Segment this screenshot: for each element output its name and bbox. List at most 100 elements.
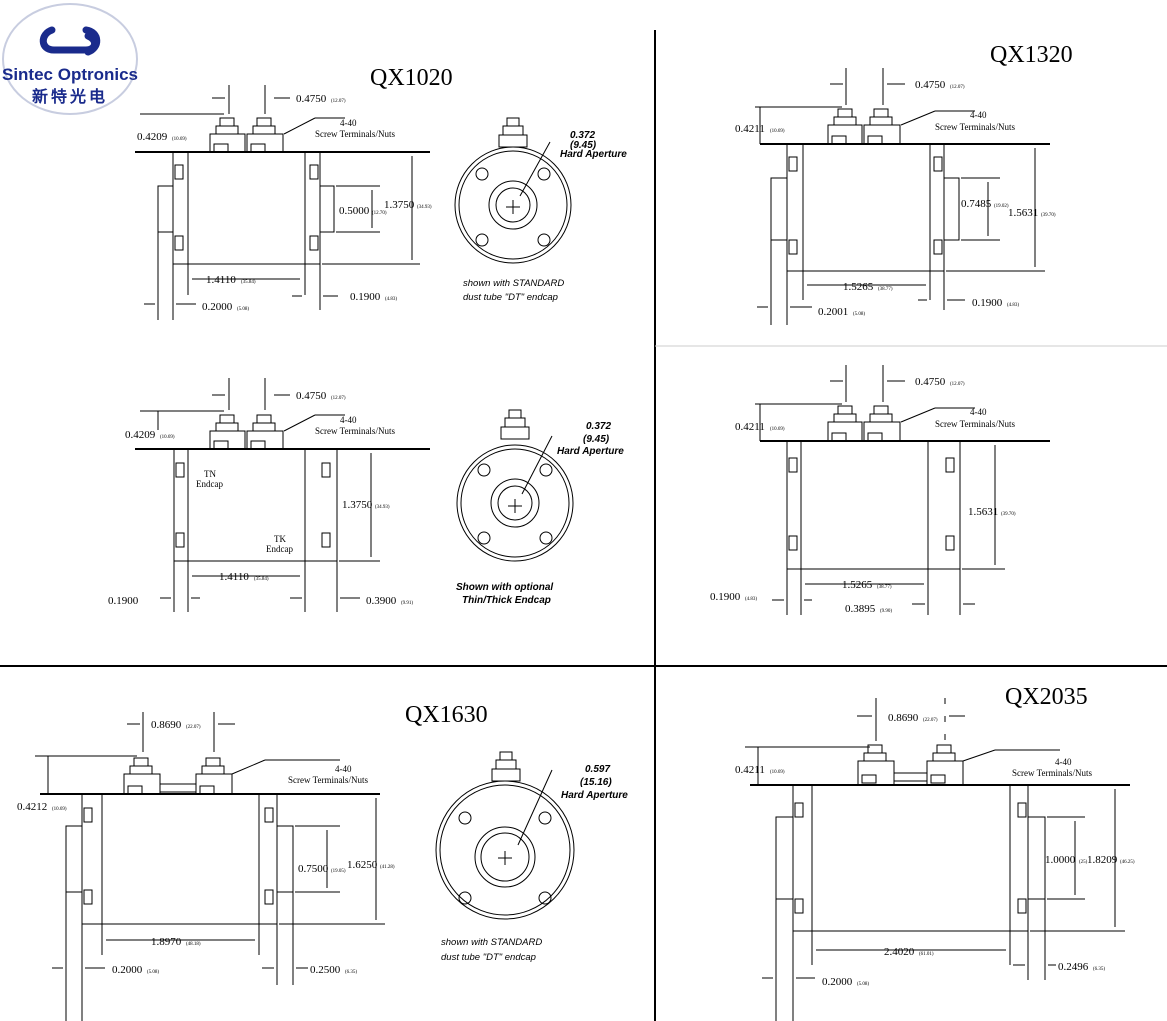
svg-text:0.4212: 0.4212	[17, 801, 47, 813]
svg-text:0.4209: 0.4209	[125, 429, 156, 441]
capacitor-body	[811, 784, 1011, 932]
svg-text:(46.25): (46.25)	[1120, 860, 1135, 865]
svg-text:(9.91): (9.91)	[401, 601, 413, 606]
svg-text:0.7485: 0.7485	[961, 198, 992, 210]
svg-text:0.4211: 0.4211	[735, 764, 765, 776]
svg-text:1.3750: 1.3750	[342, 499, 373, 511]
terminal-pair	[209, 117, 284, 153]
svg-text:4-40: 4-40	[340, 415, 357, 425]
svg-text:dust tube "DT" endcap: dust tube "DT" endcap	[441, 952, 536, 963]
svg-text:Screw Terminals/Nuts: Screw Terminals/Nuts	[288, 775, 368, 785]
terminal-pair	[827, 108, 901, 145]
svg-text:1.5631: 1.5631	[1008, 207, 1038, 219]
svg-text:1.5265: 1.5265	[842, 579, 873, 591]
svg-text:Screw Terminals/Nuts: Screw Terminals/Nuts	[315, 426, 395, 436]
svg-text:(4.83): (4.83)	[745, 597, 757, 602]
svg-text:(39.70): (39.70)	[1001, 512, 1016, 517]
svg-text:(5.08): (5.08)	[237, 307, 249, 312]
svg-text:0.7500: 0.7500	[298, 863, 329, 875]
svg-text:(15.16): (15.16)	[580, 777, 612, 788]
svg-text:(5.08): (5.08)	[857, 982, 869, 987]
svg-text:0.4211: 0.4211	[735, 123, 765, 135]
svg-text:0.4750: 0.4750	[296, 93, 327, 105]
capacitor-body	[802, 143, 931, 272]
svg-text:0.4209: 0.4209	[137, 131, 168, 143]
svg-text:Hard Aperture: Hard Aperture	[557, 446, 624, 457]
svg-text:0.8690: 0.8690	[888, 712, 919, 724]
svg-text:(10.69): (10.69)	[172, 137, 187, 142]
svg-text:(12.70): (12.70)	[372, 211, 387, 216]
svg-text:Screw Terminals/Nuts: Screw Terminals/Nuts	[315, 129, 395, 139]
svg-text:0.597: 0.597	[585, 764, 610, 775]
qx1320-optional-view: 0.4750 (12.07) 0.4211 (10.69) 4-40 Screw…	[710, 365, 1050, 615]
svg-text:(19.05): (19.05)	[331, 869, 346, 874]
svg-text:(61.01): (61.01)	[919, 952, 934, 957]
svg-text:1.3750: 1.3750	[384, 199, 415, 211]
center-cross-icon	[508, 499, 522, 513]
svg-text:(12.07): (12.07)	[950, 85, 965, 90]
qx1020-optional-end-view: 0.372 (9.45) Hard Aperture Shown with op…	[456, 409, 624, 606]
svg-text:(39.70): (39.70)	[1041, 213, 1056, 218]
logo-badge	[2, 3, 138, 115]
logo-swirl-icon	[39, 26, 101, 56]
svg-text:Endcap: Endcap	[196, 479, 223, 489]
svg-text:(10.69): (10.69)	[770, 770, 785, 775]
svg-text:0.1900: 0.1900	[108, 595, 139, 607]
terminal-pair	[827, 405, 901, 442]
svg-text:0.2500: 0.2500	[310, 964, 341, 976]
svg-text:4-40: 4-40	[970, 110, 987, 120]
logo-company-en: Sintec Optronics	[2, 65, 138, 84]
svg-text:(10.69): (10.69)	[52, 807, 67, 812]
svg-text:TN: TN	[204, 469, 216, 479]
svg-text:(6.35): (6.35)	[1093, 967, 1105, 972]
svg-text:1.5631: 1.5631	[968, 506, 998, 518]
svg-text:(5.08): (5.08)	[147, 970, 159, 975]
svg-text:Screw Terminals/Nuts: Screw Terminals/Nuts	[1012, 768, 1092, 778]
svg-text:0.1900: 0.1900	[350, 291, 381, 303]
svg-text:0.372: 0.372	[570, 130, 595, 141]
svg-text:shown with STANDARD: shown with STANDARD	[441, 937, 542, 948]
svg-text:dust tube "DT" endcap: dust tube "DT" endcap	[463, 292, 558, 303]
qx1020-standard-end-view: 0.372 (9.45) Hard Aperture shown with ST…	[454, 117, 627, 303]
svg-text:(6.35): (6.35)	[345, 970, 357, 975]
svg-text:(34.93): (34.93)	[375, 505, 390, 510]
svg-text:1.6250: 1.6250	[347, 859, 378, 871]
svg-text:Endcap: Endcap	[266, 544, 293, 554]
sintec-optronics-logo: Sintec Optronics 新特光电	[2, 3, 138, 115]
svg-text:0.2000: 0.2000	[202, 301, 233, 313]
qx2035-title: QX2035	[1005, 684, 1088, 710]
svg-text:1.8209: 1.8209	[1087, 854, 1118, 866]
svg-text:Hard Aperture: Hard Aperture	[560, 149, 627, 160]
svg-text:1.0000: 1.0000	[1045, 854, 1076, 866]
svg-text:(9.45): (9.45)	[583, 434, 610, 445]
center-cross-icon	[506, 200, 520, 214]
capacitor-body	[101, 793, 260, 925]
svg-text:(38.77): (38.77)	[877, 585, 892, 590]
capacitor-body	[800, 440, 929, 570]
svg-text:0.2001: 0.2001	[818, 306, 848, 318]
terminal-pair	[123, 757, 233, 795]
svg-text:0.3895: 0.3895	[845, 603, 876, 615]
svg-text:0.2000: 0.2000	[822, 976, 853, 988]
svg-text:(4.83): (4.83)	[385, 297, 397, 302]
svg-text:4-40: 4-40	[340, 118, 357, 128]
svg-text:(22.07): (22.07)	[186, 725, 201, 730]
terminal-pair	[857, 744, 964, 786]
svg-text:Thin/Thick Endcap: Thin/Thick Endcap	[462, 595, 551, 606]
svg-text:(12.07): (12.07)	[950, 382, 965, 387]
svg-text:0.372: 0.372	[586, 421, 611, 432]
svg-text:Hard Aperture: Hard Aperture	[561, 790, 628, 801]
svg-text:2.4020: 2.4020	[884, 946, 915, 958]
svg-text:0.2496: 0.2496	[1058, 961, 1089, 973]
capacitor-body	[187, 151, 306, 265]
svg-text:0.1900: 0.1900	[710, 591, 741, 603]
svg-text:TK: TK	[274, 534, 286, 544]
svg-text:Shown with optional: Shown with optional	[456, 582, 553, 593]
svg-text:0.2000: 0.2000	[112, 964, 143, 976]
svg-text:0.1900: 0.1900	[972, 297, 1003, 309]
svg-text:0.4750: 0.4750	[296, 390, 327, 402]
svg-text:Screw Terminals/Nuts: Screw Terminals/Nuts	[935, 419, 1015, 429]
terminal-pair	[209, 414, 284, 450]
svg-text:shown with STANDARD: shown with STANDARD	[463, 278, 564, 289]
